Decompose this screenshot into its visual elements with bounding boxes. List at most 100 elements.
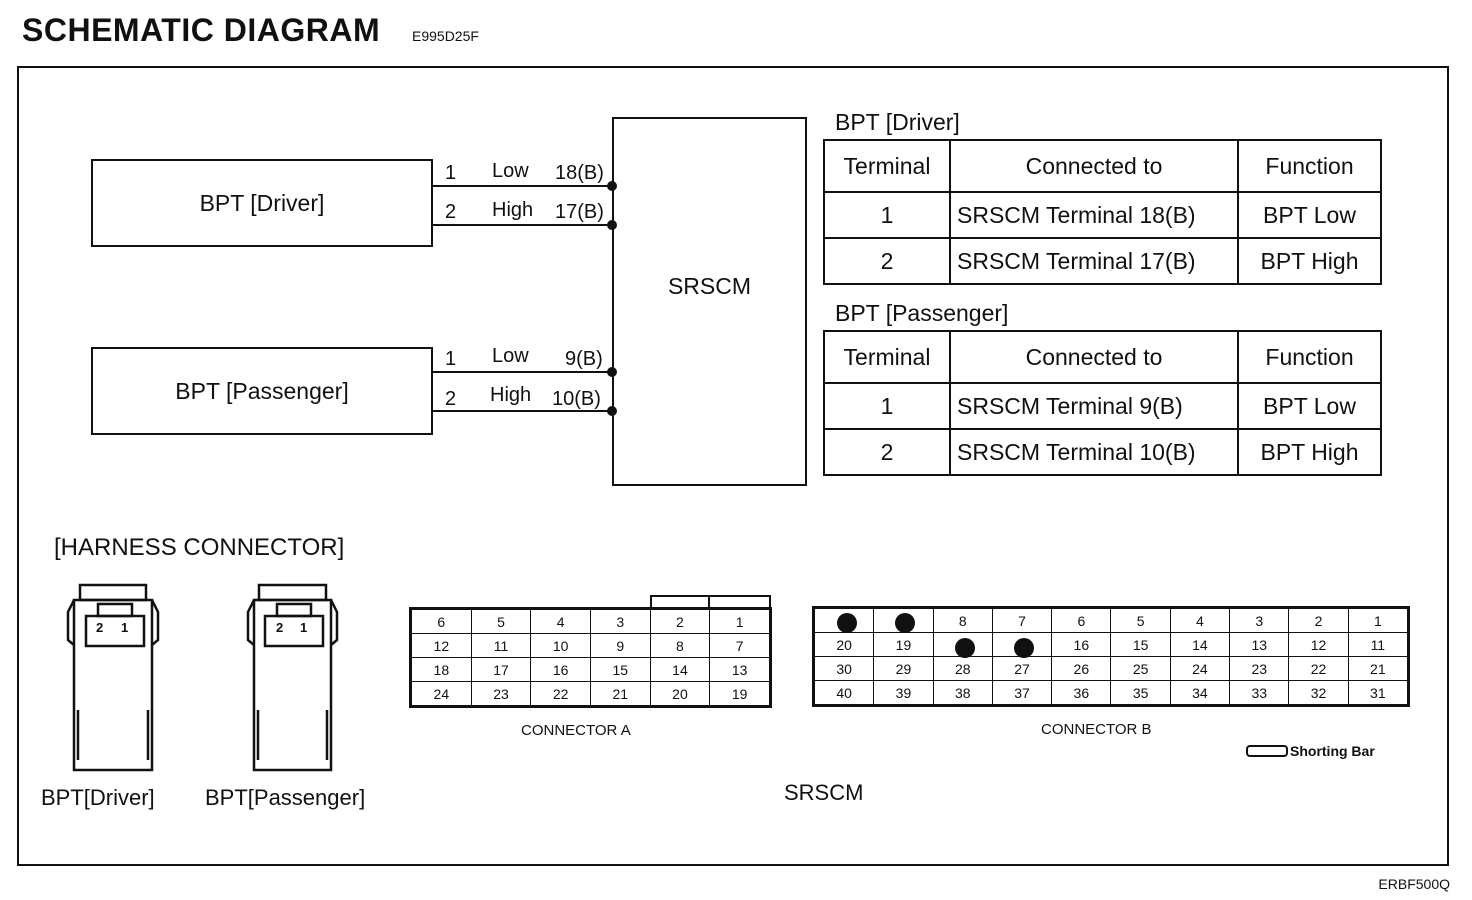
connector-pin: 29 (873, 656, 934, 681)
driver-terminal-table: Terminal Connected to Function 1 SRSCM T… (823, 139, 1382, 285)
connector-pin: 30 (813, 656, 875, 681)
diagram-frame (17, 66, 1449, 866)
connector-pin: 3 (589, 609, 651, 634)
pin-filled-dot (955, 638, 975, 658)
connector-pin: 12 (411, 633, 472, 658)
connector-pin: 25 (1110, 656, 1171, 681)
connector-pin: 21 (1347, 656, 1409, 681)
table-header-cell: Connected to (949, 139, 1239, 193)
shorting-bar-label: Shorting Bar (1290, 743, 1375, 759)
srscm-box: SRSCM (612, 117, 807, 486)
connector-pin: 6 (411, 609, 472, 634)
table-cell: 2 (823, 237, 951, 285)
page-title: SCHEMATIC DIAGRAM (22, 12, 381, 48)
connector-pin: 33 (1229, 680, 1290, 705)
connector-pin: 28 (932, 656, 993, 681)
table-cell: SRSCM Terminal 18(B) (949, 191, 1239, 239)
connector-pin: 14 (1169, 632, 1231, 657)
connector-pin: 11 (1347, 632, 1409, 657)
bpt-driver-pin-label: 2 (96, 620, 104, 635)
connector-pin: 10 (530, 633, 591, 658)
wire-terminal-label: 17(B) (555, 201, 604, 223)
connector-pin: 20 (813, 632, 875, 657)
connector-pin: 11 (470, 633, 532, 658)
passenger-terminal-table: Terminal Connected to Function 1 SRSCM T… (823, 330, 1382, 476)
connector-pin: 16 (1051, 632, 1112, 657)
wire-pin-label: 1 (445, 162, 457, 184)
bpt-driver-box-label: BPT [Driver] (199, 189, 325, 216)
table-header-cell: Terminal (823, 139, 951, 193)
bpt-passenger-box-label: BPT [Passenger] (175, 377, 349, 404)
connector-pin: 19 (873, 632, 934, 657)
connector-pin: 40 (813, 680, 875, 705)
table-cell: BPT High (1237, 237, 1382, 285)
wire-name-label: Low (492, 160, 529, 182)
connector-pin: 1 (709, 609, 770, 634)
connector-pin: 3 (1229, 608, 1290, 633)
table-row: 2 SRSCM Terminal 10(B) BPT High (823, 428, 1382, 476)
table-cell: BPT Low (1237, 382, 1382, 430)
table-cell: 1 (823, 191, 951, 239)
connector-pin: 20 (649, 681, 711, 706)
srscm-connector-label: SRSCM (784, 780, 864, 805)
connector-pin: 23 (470, 681, 532, 706)
wire-name-label: High (490, 384, 532, 406)
connector-pin: 19 (709, 681, 770, 706)
table-cell: SRSCM Terminal 17(B) (949, 237, 1239, 285)
connector-pin: 24 (1169, 656, 1231, 681)
connector-pin: 12 (1288, 632, 1349, 657)
connector-pin: 37 (991, 680, 1053, 705)
table-cell: BPT High (1237, 428, 1382, 476)
connector-pin: 35 (1110, 680, 1171, 705)
wire-pin-label: 2 (445, 388, 457, 410)
connector-pin: 8 (649, 633, 711, 658)
wire-name-label: High (492, 199, 534, 221)
connector-pin: 6 (1051, 608, 1112, 633)
table-cell: SRSCM Terminal 9(B) (949, 382, 1239, 430)
connector-pin: 26 (1051, 656, 1112, 681)
connector-pin: 5 (1110, 608, 1171, 633)
table-header-row: Terminal Connected to Function (823, 139, 1382, 193)
connector-a-label: CONNECTOR A (521, 722, 631, 739)
connector-pin: 34 (1169, 680, 1231, 705)
pin-filled-dot (895, 613, 915, 633)
bpt-passenger-connector-icon (246, 583, 339, 772)
connector-pin: 36 (1051, 680, 1112, 705)
wire-terminal-label: 9(B) (565, 348, 603, 370)
connector-pin: 2 (1288, 608, 1349, 633)
wire-terminal-label: 10(B) (552, 388, 601, 410)
bpt-driver-connector-icon (66, 583, 160, 772)
connector-pin: 15 (1110, 632, 1171, 657)
connector-a-tab (650, 595, 771, 608)
bpt-driver-box: BPT [Driver] (91, 159, 433, 247)
shorting-bar-icon (1246, 745, 1288, 757)
table-header-cell: Terminal (823, 330, 951, 384)
table-row: 2 SRSCM Terminal 17(B) BPT High (823, 237, 1382, 285)
connector-pin: 9 (589, 633, 651, 658)
table-row: 1 SRSCM Terminal 18(B) BPT Low (823, 191, 1382, 239)
wire-pin-label: 1 (445, 348, 457, 370)
harness-connector-title: [HARNESS CONNECTOR] (54, 534, 345, 561)
bpt-driver-connector-label: BPT[Driver] (41, 785, 155, 810)
passenger-table-title: BPT [Passenger] (835, 300, 1009, 326)
connector-pin: 22 (530, 681, 591, 706)
connector-pin: 38 (932, 680, 993, 705)
bpt-passenger-connector-label: BPT[Passenger] (205, 785, 366, 810)
diagram-code: E995D25F (412, 28, 479, 44)
table-cell: 2 (823, 428, 951, 476)
connector-pin: 4 (530, 609, 591, 634)
srscm-box-label: SRSCM (667, 273, 752, 299)
table-header-cell: Function (1237, 139, 1382, 193)
connector-b-label: CONNECTOR B (1041, 721, 1152, 738)
pin-filled-dot (837, 613, 857, 633)
wire-terminal-label: 18(B) (555, 162, 604, 184)
table-header-cell: Connected to (949, 330, 1239, 384)
connector-pin: 13 (1229, 632, 1290, 657)
